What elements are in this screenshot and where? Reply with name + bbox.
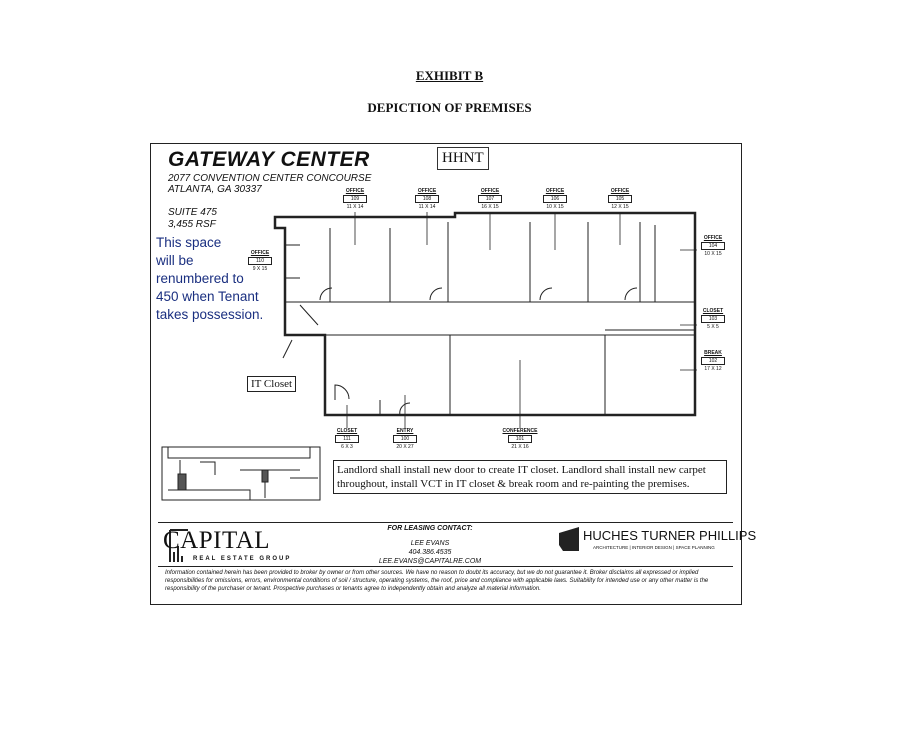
contact-email: LEE.EVANS@CAPITALRE.COM xyxy=(378,558,482,565)
key-plan xyxy=(161,446,321,501)
address-line1: 2077 CONVENTION CENTER CONCOURSE xyxy=(168,173,372,184)
footer-divider xyxy=(158,566,733,567)
contact-heading: FOR LEASING CONTACT: xyxy=(387,525,473,532)
capital-logo-subtitle: REAL ESTATE GROUP xyxy=(193,556,292,562)
renumber-note-line: This space xyxy=(156,235,222,250)
address-line2: ATLANTA, GA 30337 xyxy=(168,184,262,195)
floor-plan-sheet xyxy=(150,143,742,605)
capital-logo: CAPITAL xyxy=(163,527,271,554)
renumber-note-line: will be xyxy=(156,253,194,268)
rsf: 3,455 RSF xyxy=(168,219,216,230)
renumber-note-line: renumbered to xyxy=(156,271,244,286)
htp-logo-mark xyxy=(559,527,579,551)
capital-logo-mark xyxy=(169,529,188,562)
contact-name: LEE EVANS xyxy=(410,540,450,547)
exhibit-subtitle: DEPICTION OF PREMISES xyxy=(367,100,532,115)
suite-outline xyxy=(273,211,697,417)
it-closet-label: IT Closet xyxy=(247,376,297,392)
contact-phone: 404.386.4535 xyxy=(408,549,452,556)
suite: SUITE 475 xyxy=(168,207,217,218)
landlord-work-note: Landlord shall install new door to creat… xyxy=(333,460,727,494)
disclaimer: Information contained herein has been pr… xyxy=(165,570,709,592)
building-title: GATEWAY CENTER xyxy=(168,148,370,171)
exhibit-heading: EXHIBIT B xyxy=(415,68,484,83)
hhnt-stamp: HHNT xyxy=(437,147,489,170)
architect-logo: HUCHES TURNER PHILLIPS xyxy=(583,528,757,543)
architect-logo-subtitle: ARCHITECTURE | INTERIOR DESIGN | SPACE P… xyxy=(593,545,715,550)
renumber-note-line: takes possession. xyxy=(156,307,264,322)
renumber-note-line: 450 when Tenant xyxy=(156,289,259,304)
footer-divider xyxy=(158,522,733,523)
